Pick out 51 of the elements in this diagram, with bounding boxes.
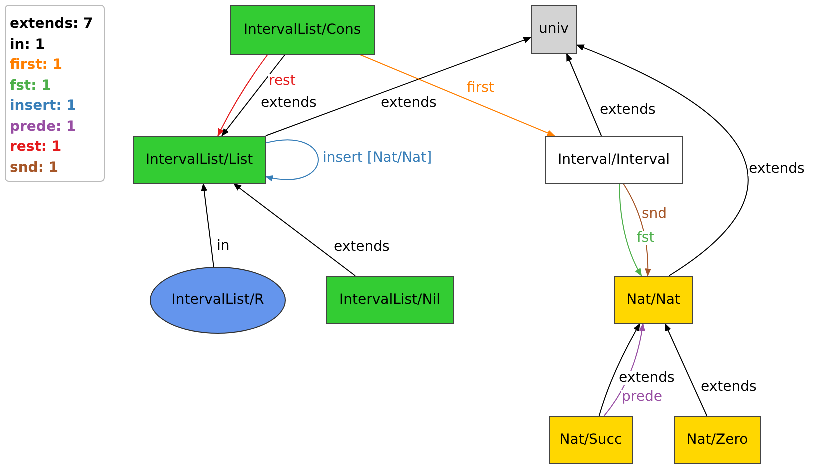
arrow bbox=[623, 184, 652, 277]
edge-label: extends bbox=[700, 380, 758, 394]
edge-label: in bbox=[216, 239, 231, 253]
class-name: IntervalList/Nil bbox=[339, 290, 441, 310]
arrow bbox=[265, 140, 319, 182]
class-box bbox=[326, 276, 454, 324]
legend-entry: prede: 1 bbox=[10, 118, 78, 136]
edge-label: extends bbox=[748, 162, 806, 176]
class-name: Nat/Nat bbox=[626, 290, 680, 310]
class-box bbox=[614, 276, 693, 324]
edge-label: extends bbox=[333, 240, 391, 254]
arrow bbox=[619, 184, 642, 277]
edge-label: fst bbox=[636, 231, 656, 245]
class-name: Nat/Zero bbox=[686, 430, 748, 450]
class-box bbox=[230, 5, 375, 55]
arrow bbox=[218, 54, 268, 137]
arrow bbox=[233, 184, 356, 276]
edge-label: extends bbox=[260, 96, 318, 110]
class-box bbox=[674, 416, 761, 464]
legend-entry: fst: 1 bbox=[10, 76, 52, 95]
class-box bbox=[133, 136, 266, 184]
edge-label: snd bbox=[641, 207, 668, 221]
legend-entry: extends: 7 bbox=[10, 15, 94, 34]
class-box bbox=[545, 136, 683, 184]
arrow bbox=[566, 53, 602, 136]
legend-entry: insert: 1 bbox=[10, 97, 78, 116]
edge-label: extends bbox=[380, 96, 438, 110]
legend-entry: in: 1 bbox=[10, 36, 46, 54]
arrow bbox=[201, 183, 214, 268]
arrow bbox=[576, 44, 749, 276]
legend-entry: snd: 1 bbox=[10, 158, 60, 177]
legend-entry: first: 1 bbox=[10, 56, 64, 74]
edge-label: insert [Nat/Nat] bbox=[322, 151, 434, 165]
edge-label: first bbox=[466, 81, 496, 95]
legend-entry: rest: 1 bbox=[10, 138, 63, 156]
arrow bbox=[222, 54, 286, 137]
edge-label: prede bbox=[621, 390, 664, 404]
arrow bbox=[266, 37, 532, 136]
class-name: Nat/Succ bbox=[560, 430, 622, 450]
edge-label: rest bbox=[268, 74, 297, 88]
edge-label: extends bbox=[618, 371, 676, 385]
arrow bbox=[664, 323, 708, 416]
class-box bbox=[531, 5, 577, 54]
class-name: IntervalList/R bbox=[172, 291, 264, 310]
class-name: IntervalList/List bbox=[146, 150, 254, 170]
class-name: Interval/Interval bbox=[558, 150, 670, 170]
class-name: IntervalList/Cons bbox=[244, 20, 362, 40]
arrow bbox=[360, 54, 556, 136]
edge-label: extends bbox=[599, 103, 657, 117]
class-name: univ bbox=[539, 20, 569, 39]
class-box bbox=[549, 416, 633, 464]
